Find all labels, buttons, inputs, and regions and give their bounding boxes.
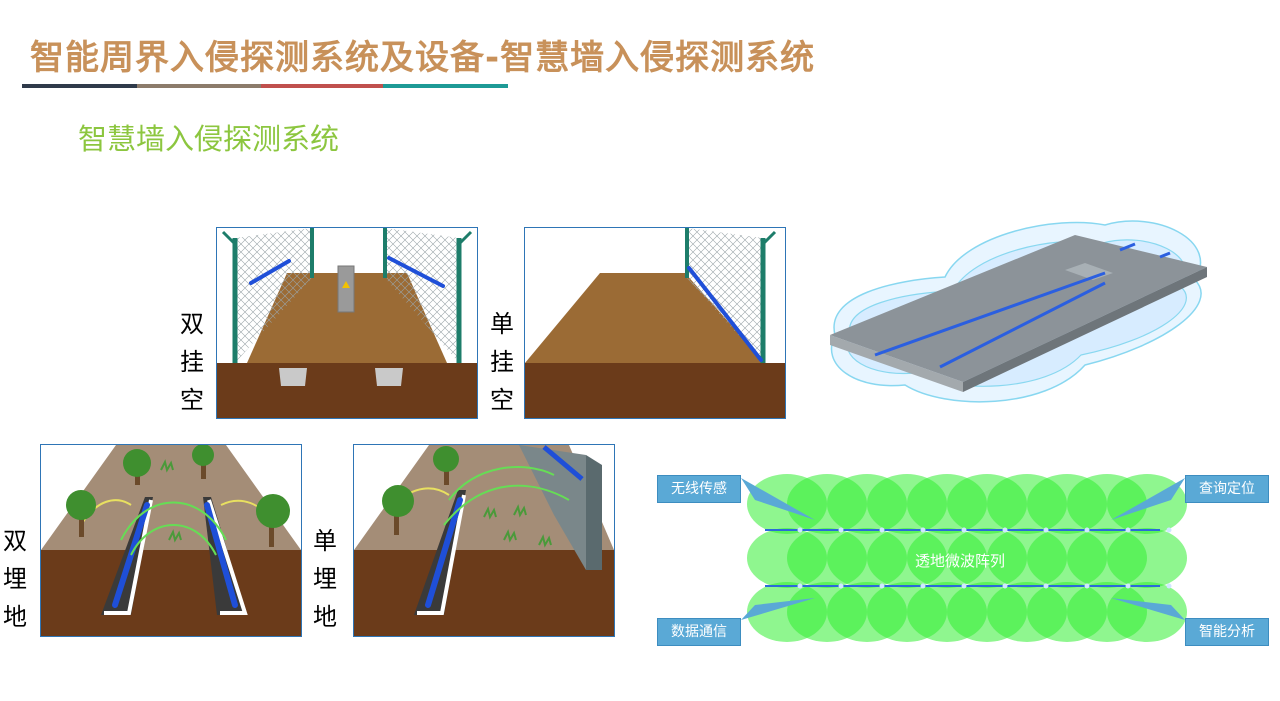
label-char: 挂: [177, 343, 207, 381]
callout-query-locate: 查询定位: [1185, 475, 1269, 503]
sensor-node: [798, 584, 803, 589]
label-char: 空: [177, 381, 207, 419]
sensor-node: [1126, 584, 1131, 589]
sensor-node: [1044, 584, 1049, 589]
microwave-lobe: [1107, 528, 1187, 588]
sensor-node: [921, 528, 926, 533]
sensor-node: [921, 584, 926, 589]
sensor-node: [880, 584, 885, 589]
label-char: 单: [310, 522, 340, 560]
controller-box: [338, 266, 354, 312]
sensor-node: [1167, 584, 1172, 589]
sensor-node: [1085, 584, 1090, 589]
label-char: 埋: [310, 560, 340, 598]
label-char: 双: [0, 522, 30, 560]
sensor-node: [839, 528, 844, 533]
rule-segment-taupe: [137, 84, 261, 88]
label-char: 挂: [487, 343, 517, 381]
sensor-node: [1003, 584, 1008, 589]
sensor-node: [962, 584, 967, 589]
sensor-node: [962, 528, 967, 533]
label-single-hang: 单 挂 空: [487, 305, 517, 419]
wall: [586, 455, 602, 570]
label-char: 地: [310, 598, 340, 636]
label-char: 埋: [0, 560, 30, 598]
array-center-label: 透地微波阵列: [880, 550, 1040, 571]
sensor-node: [1085, 528, 1090, 533]
label-char: 地: [0, 598, 30, 636]
sensor-node: [880, 528, 885, 533]
page-title: 智能周界入侵探测系统及设备-智慧墙入侵探测系统: [30, 30, 815, 79]
panel-single-buried-illustration: [353, 444, 615, 637]
callout-data-communication: 数据通信: [657, 618, 741, 646]
microwave-array-diagram: 无线传感 查询定位 数据通信 智能分析 透地微波阵列: [655, 470, 1270, 650]
rule-segment-teal: [383, 84, 508, 88]
label-char: 双: [177, 305, 207, 343]
panel-single-hang-illustration: [524, 227, 786, 419]
sensor-node: [1044, 528, 1049, 533]
rule-segment-red: [261, 84, 383, 88]
label-single-buried: 单 埋 地: [310, 522, 340, 636]
sensor-node: [1003, 528, 1008, 533]
callout-wireless-sensing: 无线传感: [657, 475, 741, 503]
label-char: 空: [487, 381, 517, 419]
panel-microwave-slab-illustration: [825, 195, 1210, 410]
rule-segment-dark: [22, 84, 137, 88]
callout-smart-analysis: 智能分析: [1185, 618, 1269, 646]
sensor-node: [1167, 528, 1172, 533]
panel-double-hang-illustration: [216, 227, 478, 419]
label-char: 单: [487, 305, 517, 343]
label-double-buried: 双 埋 地: [0, 522, 30, 636]
sensor-node: [798, 528, 803, 533]
panel-double-buried-illustration: [40, 444, 302, 637]
soil-cross-section: [41, 550, 301, 636]
section-subtitle: 智慧墙入侵探测系统: [78, 116, 339, 158]
label-double-hang: 双 挂 空: [177, 305, 207, 419]
title-underline: [22, 84, 508, 88]
sensor-node: [839, 584, 844, 589]
sensor-node: [1126, 528, 1131, 533]
soil-cross-section: [217, 363, 477, 418]
